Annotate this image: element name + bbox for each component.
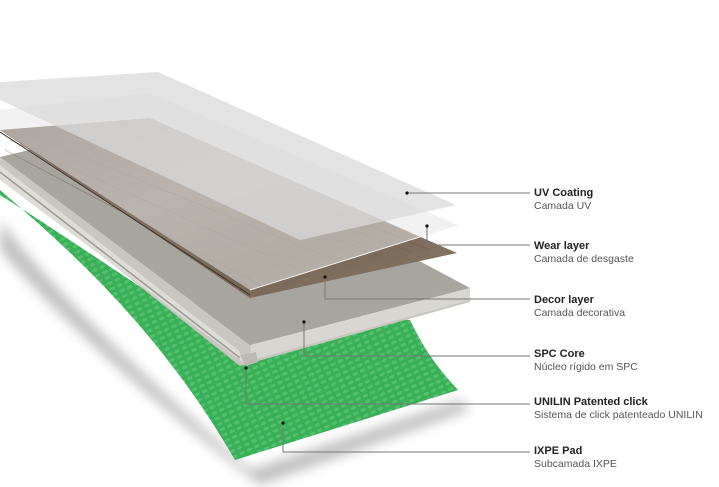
label-title: IXPE Pad (534, 445, 583, 457)
label-ixpe-pad: IXPE Pad Subcamada IXPE (534, 445, 617, 471)
label-title: UNILIN Patented click (534, 396, 648, 408)
label-subtitle: Camada de desgaste (534, 253, 634, 265)
uv-coating-layer (0, 72, 456, 240)
label-subtitle: Camada decorativa (534, 307, 626, 319)
label-title: Wear layer (534, 240, 590, 252)
label-title: UV Coating (534, 187, 594, 199)
label-wear-layer: Wear layer Camada de desgaste (534, 240, 634, 266)
leader-dots (244, 191, 429, 425)
label-uv-coating: UV Coating Camada UV (534, 187, 593, 213)
label-subtitle: Sistema de click patenteado UNILIN (534, 409, 703, 421)
label-subtitle: Subcamada IXPE (534, 458, 617, 470)
label-title: SPC Core (534, 348, 585, 360)
label-title: Decor layer (534, 294, 594, 306)
label-unilin-click: UNILIN Patented click Sistema de click p… (534, 396, 703, 422)
leader-lines (245, 192, 530, 453)
label-subtitle: Camada UV (534, 200, 592, 212)
label-spc-core: SPC Core Núcleo rígido em SPC (534, 348, 638, 374)
label-subtitle: Núcleo rígido em SPC (534, 361, 638, 373)
label-decor-layer: Decor layer Camada decorativa (534, 294, 625, 320)
